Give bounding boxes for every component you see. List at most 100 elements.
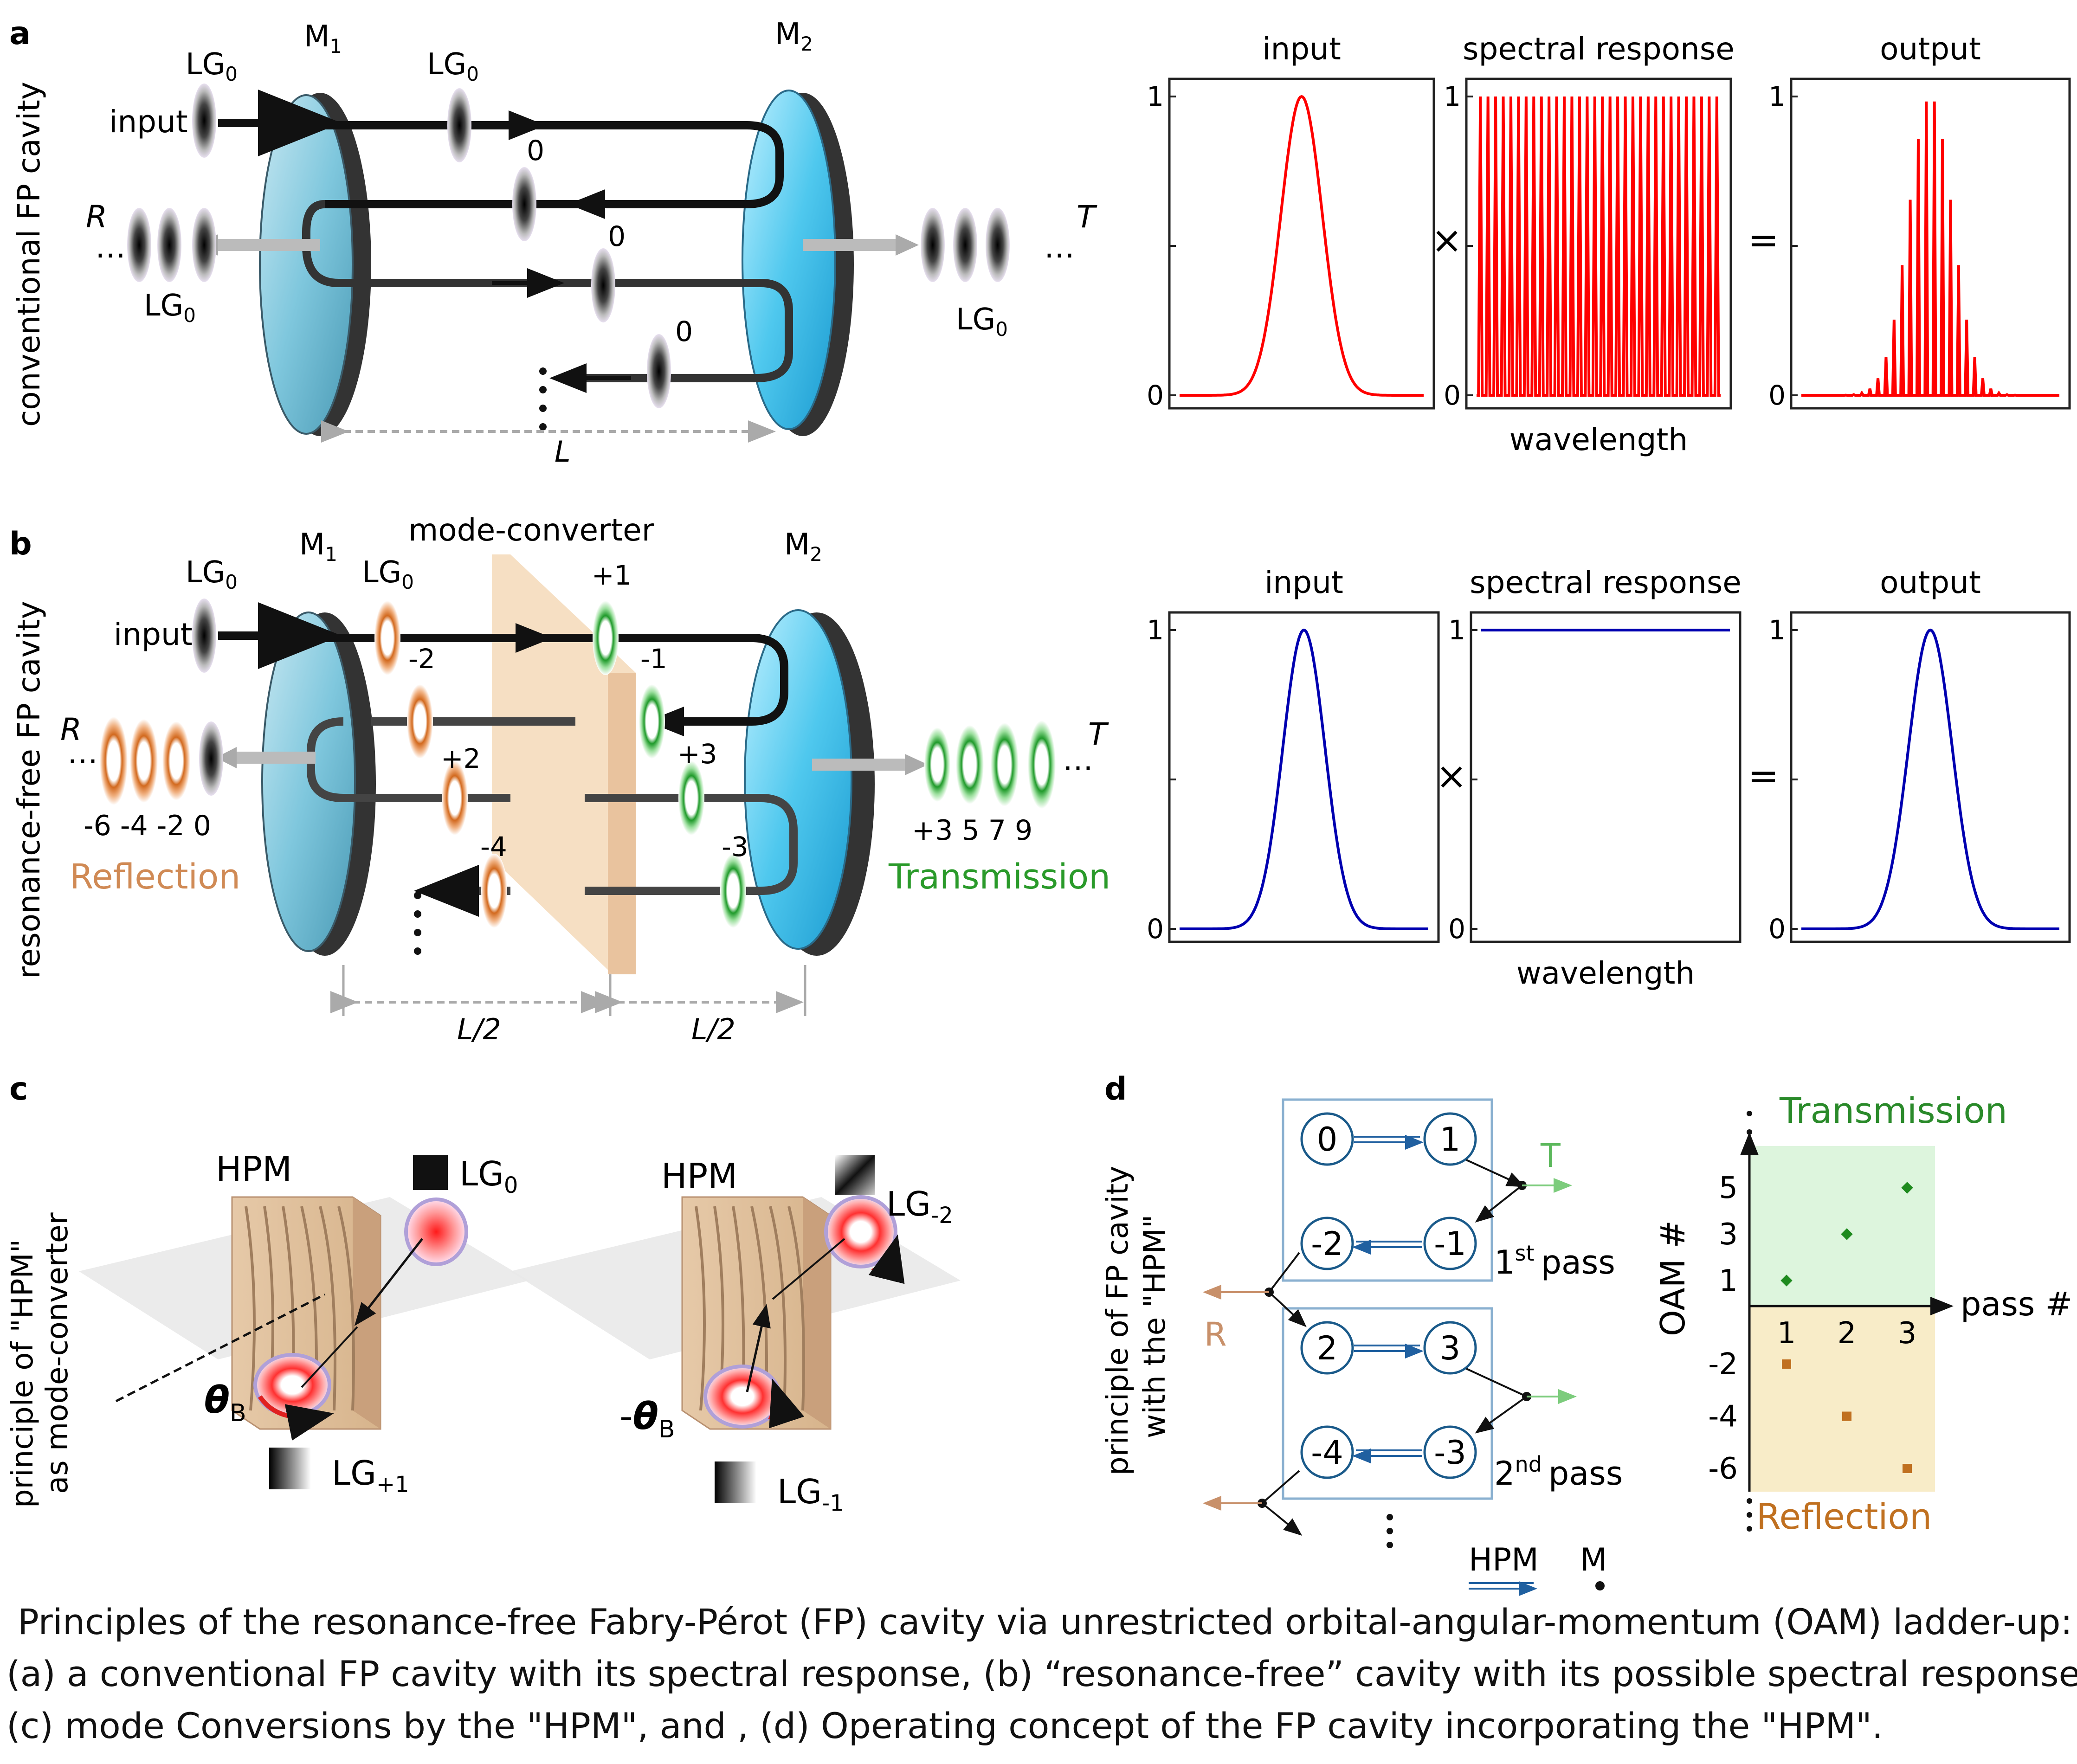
input-label-a: input [109, 104, 188, 140]
y-tick-label: -6 [1708, 1452, 1738, 1486]
order-b-minus3: -3 [722, 831, 748, 863]
vertical-dots-a [539, 367, 547, 431]
y-tick-label: 1 [1448, 614, 1465, 646]
panel-label-b: b [9, 526, 32, 562]
y-tick-label: -4 [1708, 1400, 1738, 1434]
reflection-label-b: Reflection [70, 857, 240, 897]
reflect-arrowhead-b [216, 747, 237, 768]
ellipsis-dot [1747, 1148, 1752, 1153]
ellipsis-dot [1747, 1526, 1752, 1532]
r-label-a: R [86, 199, 107, 235]
theta-b-label-left: θB [204, 1378, 246, 1427]
y-tick-label: 0 [1147, 913, 1164, 945]
chart-title: spectral response [1470, 565, 1742, 600]
times-operator: × [1436, 754, 1467, 798]
half-length-arrows-b [330, 965, 806, 1016]
panel-label-a: a [9, 15, 31, 52]
t-dots-b: … [1063, 742, 1093, 778]
node-2: 2 [1317, 1329, 1338, 1367]
t-dots-a: … [1044, 229, 1075, 265]
mirror-points [1258, 1181, 1531, 1508]
y-tick-label: 5 [1719, 1171, 1738, 1205]
order-b-minus4: -4 [480, 831, 507, 863]
legend-hpm-arrow [1469, 1583, 1534, 1589]
y-tick-label: 1 [1147, 81, 1164, 112]
chart-series-line [1180, 628, 1428, 930]
reflect-arrow-a [218, 239, 320, 251]
y-tick-label: 1 [1719, 1264, 1738, 1298]
hpm-arrows [1354, 1137, 1422, 1456]
x-axis-label: pass # [1961, 1285, 2072, 1323]
data-point-transmission [1901, 1182, 1913, 1194]
x-axis-label: wavelength [1516, 955, 1695, 991]
y-tick-label: 3 [1719, 1217, 1738, 1252]
chart-series-line [1801, 101, 2059, 397]
chart-title: output [1880, 565, 1981, 600]
y-tick-label: 0 [1768, 380, 1786, 411]
order-b-minus1: -1 [640, 643, 667, 675]
node-minus4: -4 [1311, 1434, 1343, 1472]
mirror-m2-a [742, 90, 854, 436]
pass-boxes [1282, 1098, 1493, 1500]
chart-title: spectral response [1463, 31, 1735, 67]
order-b-plus2: +2 [441, 743, 481, 774]
r-label-b: R [60, 712, 82, 747]
beam-spots-b [100, 599, 1056, 928]
half-l-label-1: L/2 [457, 1012, 501, 1046]
reflection-orders: -6 -4 -2 0 [84, 810, 211, 842]
panel-a-side-label: conventional FP cavity [11, 82, 47, 427]
transmission-label-b: Transmission [888, 857, 1110, 897]
times-operator: × [1431, 219, 1462, 262]
m2-label-b: M2 [784, 528, 822, 566]
transmit-arrow-b [812, 759, 905, 771]
vertical-dots-d [1387, 1514, 1393, 1548]
order-b-plus3: +3 [677, 738, 717, 770]
half-l-label-2: L/2 [691, 1012, 735, 1046]
transmission-orders: +3 5 7 9 [912, 814, 1032, 847]
chart-4: spectral response 0 1 wavelength [1448, 565, 1742, 991]
data-point-reflection [1903, 1464, 1912, 1473]
chart-frame [1470, 611, 1742, 943]
caption-line-3: (c) mode Conversions by the "HPM", and ,… [6, 1705, 1883, 1746]
lg0-label-a4: LG0 [956, 303, 1008, 341]
panel-d-side-label-2: with the "HPM" [1138, 1215, 1172, 1438]
equals-operator: = [1748, 754, 1779, 798]
ellipsis-dot [1747, 1129, 1752, 1135]
lgm2-label-c: LG-2 [886, 1185, 953, 1229]
r-dots-b: … [67, 735, 98, 771]
node-minus2: -2 [1311, 1225, 1343, 1263]
mirror-m2-b [744, 609, 875, 956]
hpm-left [79, 1155, 529, 1489]
transmit-arrowhead-a [896, 234, 919, 256]
mirror-paths [1261, 1159, 1528, 1536]
legend-m-label: M [1580, 1542, 1607, 1578]
beam-spots-a [127, 84, 1010, 408]
panel-label-c: c [9, 1071, 28, 1107]
lg0-label-b1: LG0 [186, 555, 238, 593]
transmission-label-d: Transmission [1779, 1090, 2007, 1131]
pass-order-a2: 0 [608, 220, 626, 253]
input-label-b: input [114, 617, 193, 652]
chart-title: input [1262, 31, 1341, 67]
chart-frame [1168, 611, 1440, 943]
y-tick-label: 0 [1768, 913, 1786, 945]
caption-line-1: Principles of the resonance-free Fabry-P… [18, 1601, 2073, 1642]
vertical-dots-b [414, 892, 421, 955]
y-tick-label: 1 [1768, 81, 1786, 112]
y-tick-label: 0 [1444, 380, 1461, 411]
y-tick-label: 1 [1444, 81, 1461, 112]
y-axis-label: OAM # [1653, 1220, 1692, 1336]
y-tick-label: 0 [1448, 913, 1465, 945]
lgm1-label-c: LG-1 [777, 1472, 844, 1516]
chart-series-line [1180, 95, 1424, 397]
transmit-arrow-a [803, 239, 896, 251]
hpm-label-left: HPM [216, 1149, 292, 1189]
order-b-plus1: +1 [592, 560, 632, 591]
hpm-right [510, 1155, 961, 1503]
data-point-transmission [1841, 1228, 1853, 1240]
y-tick-label: 0 [1147, 380, 1164, 411]
transmit-arrowhead-b [905, 754, 928, 775]
